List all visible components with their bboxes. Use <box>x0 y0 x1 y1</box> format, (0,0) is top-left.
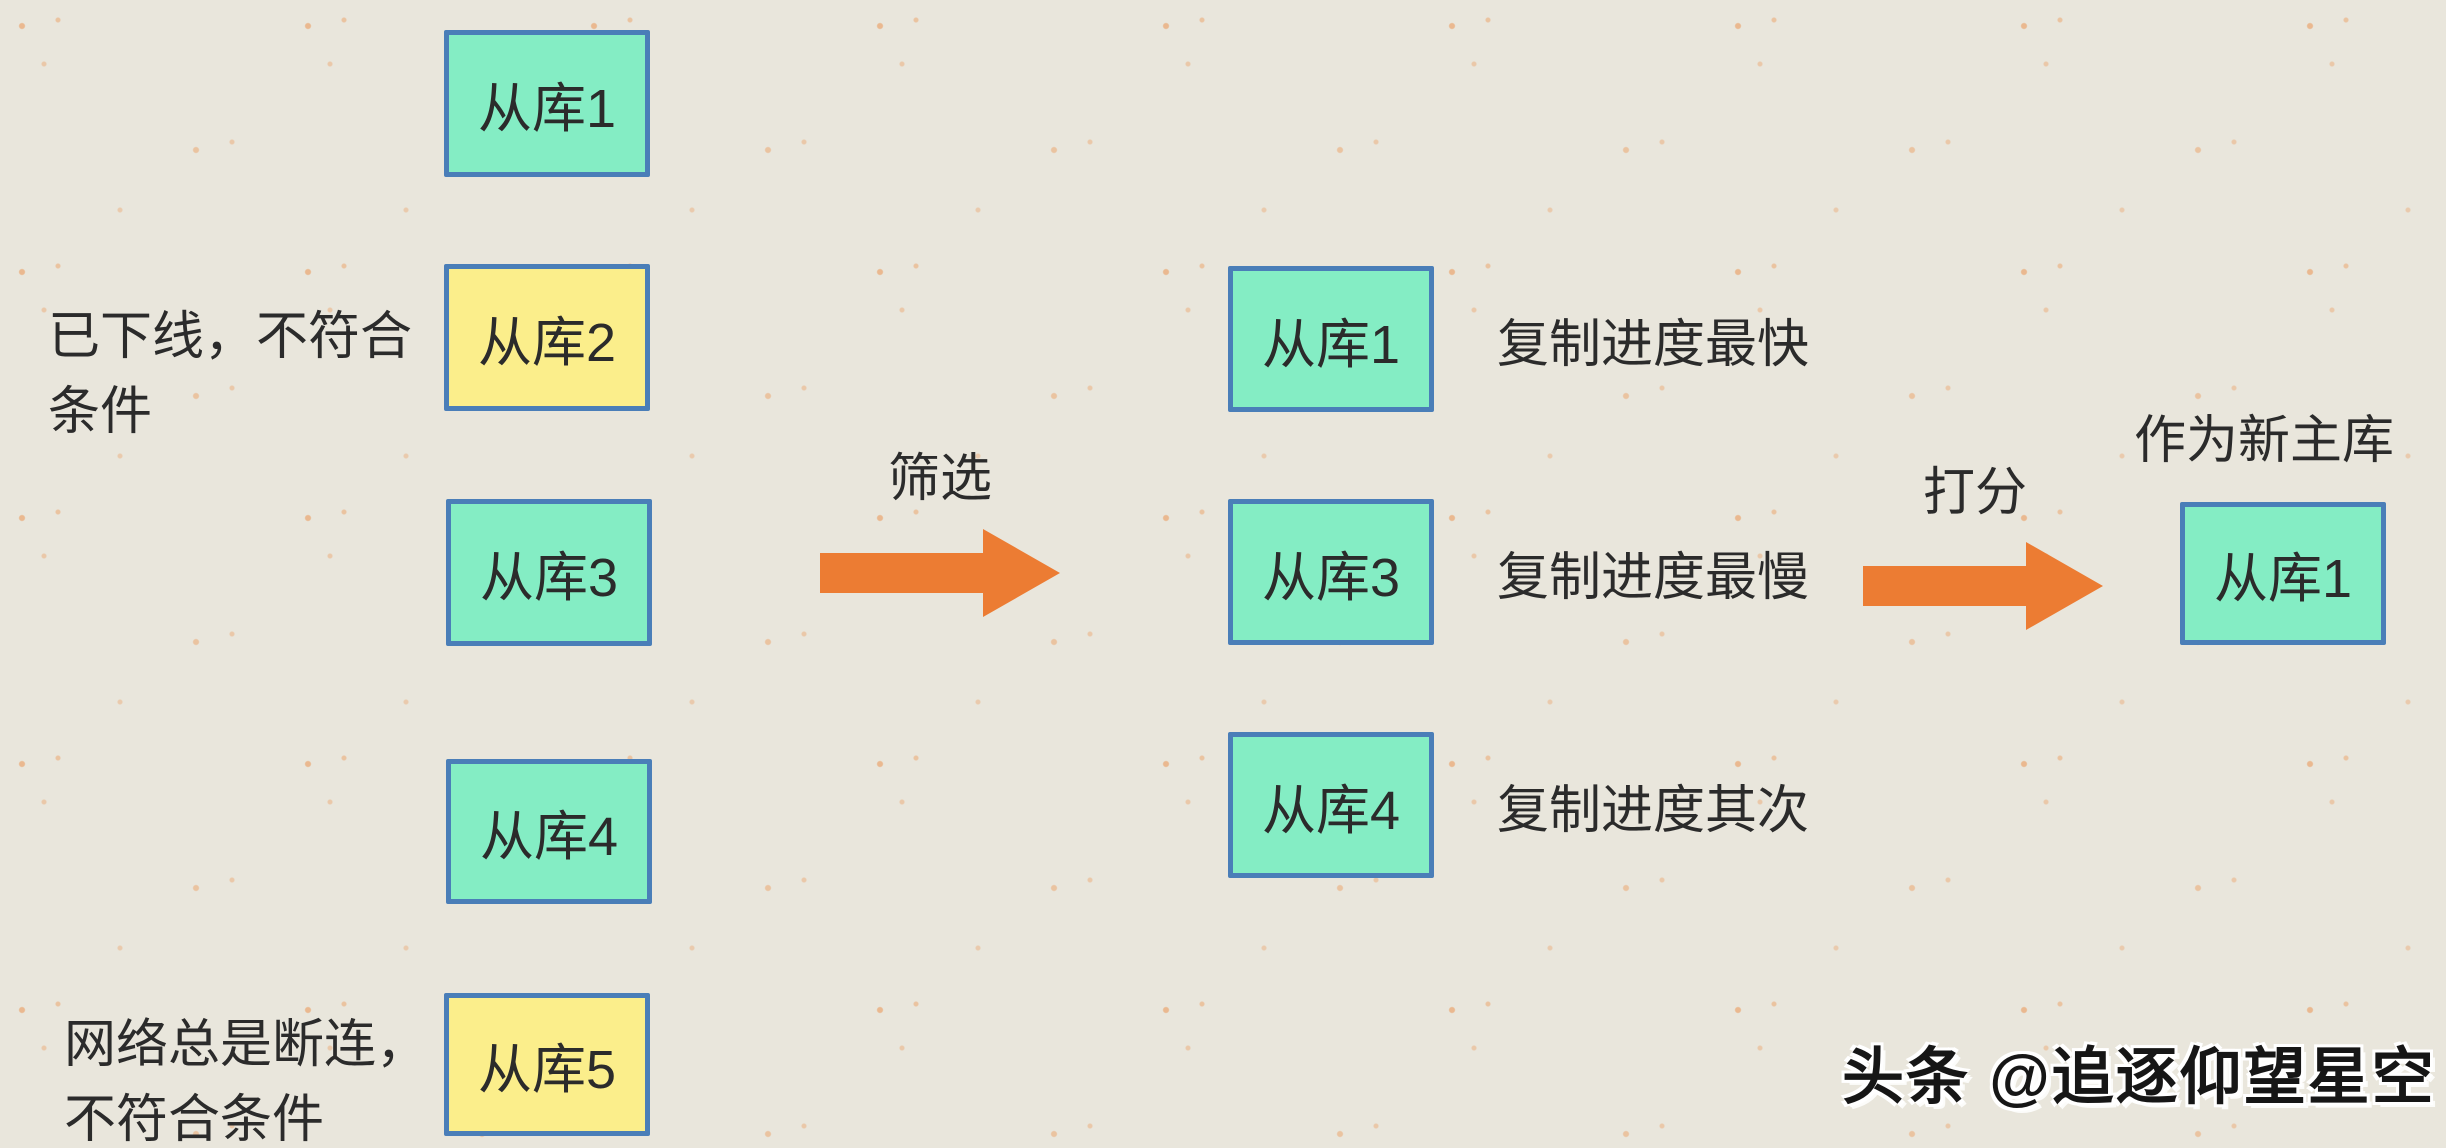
annotation-offline-replica: 已下线，不符合条件 <box>48 308 413 442</box>
replication-progress-note-fastest: 复制进度最快 <box>1497 315 1810 374</box>
new-master-title: 作为新主库 <box>2134 412 2395 470</box>
filter-arrow-icon <box>820 529 1060 617</box>
filtered-replica-box-3: 从库3 <box>1228 499 1434 645</box>
score-arrow-icon <box>1863 542 2103 630</box>
score-arrow-label: 打分 <box>1922 464 2027 522</box>
filtered-replica-box-4: 从库4 <box>1228 732 1434 878</box>
watermark-text: 头条 @追逐仰望星空 <box>1842 1043 2436 1112</box>
filter-arrow-label: 筛选 <box>887 450 992 508</box>
replication-progress-note-slowest: 复制进度最慢 <box>1497 548 1810 607</box>
replica-box-2-excluded: 从库2 <box>444 264 650 411</box>
filtered-replica-box-1: 从库1 <box>1228 266 1434 412</box>
replica-box-3: 从库3 <box>446 499 652 646</box>
replica-box-5-excluded: 从库5 <box>444 993 650 1136</box>
annotation-flaky-network-replica: 网络总是断连，不符合条件 <box>64 1016 429 1148</box>
replica-box-1: 从库1 <box>444 30 650 177</box>
new-master-box: 从库1 <box>2180 502 2386 645</box>
replica-box-4: 从库4 <box>446 759 652 904</box>
replication-progress-note-second: 复制进度其次 <box>1497 781 1810 840</box>
